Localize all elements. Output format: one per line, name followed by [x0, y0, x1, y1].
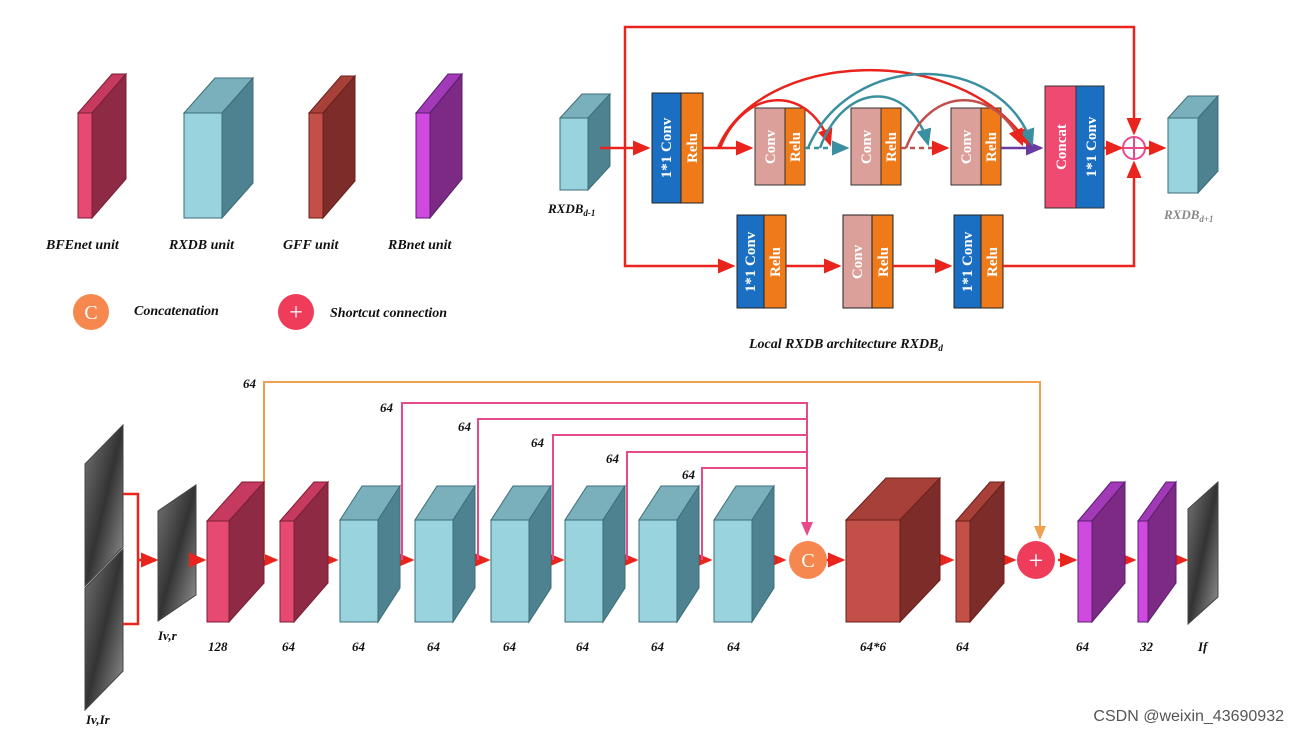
- rxdb-caption: Local RXDB architecture RXDBd: [748, 337, 943, 353]
- block-rxdb-4: [564, 484, 626, 624]
- block-bfenet-2: [278, 480, 330, 624]
- output-label: If: [1197, 639, 1209, 654]
- input-pair-label: Iv,Ir: [85, 712, 111, 727]
- legend-concat-symbol: C: [84, 302, 97, 324]
- svg-text:1*1 Conv: 1*1 Conv: [960, 231, 976, 292]
- svg-text:Relu: Relu: [884, 132, 900, 162]
- block-rbnet-1: [1076, 480, 1127, 624]
- svg-text:Relu: Relu: [768, 247, 784, 277]
- channel-label-8: 64: [727, 639, 741, 654]
- block-rxdb-1: [339, 484, 401, 624]
- rxdb-concat-text: Concat: [1054, 124, 1070, 170]
- rxdb-conv1x1-out: [1075, 85, 1105, 209]
- svg-text:Relu: Relu: [876, 247, 892, 277]
- legend-gff-cube: [307, 74, 357, 220]
- svg-text:Conv: Conv: [859, 129, 875, 164]
- rxdb-conv-block-1: Conv Relu: [754, 107, 806, 186]
- block-gff-1: [844, 476, 942, 624]
- rxdb-conv1x1-bottom-1: [736, 214, 765, 309]
- rxdb-relu-bottom-3: [980, 214, 1004, 309]
- concat-symbol: C: [801, 550, 814, 572]
- legend-bfenet-label: BFEnet unit: [45, 238, 120, 253]
- rxdb-output-label: RXDBd+1: [1163, 207, 1214, 224]
- block-rxdb-3: [490, 484, 552, 624]
- block-rxdb-5: [638, 484, 700, 624]
- legend-bfenet-cube: [76, 72, 128, 220]
- main-network: Iv,Ir Iv,r If: [84, 376, 1219, 727]
- rxdb-architecture: RXDBd-1 RXDBd+1 1*1 Conv Relu Conv Relu …: [547, 25, 1220, 353]
- rxdb-conv1x1-top-text: 1*1 Conv: [659, 117, 675, 178]
- svg-text:1*1 Conv: 1*1 Conv: [743, 231, 759, 292]
- skip-label-2: 64: [380, 400, 394, 415]
- legend-shortcut-icon: [278, 294, 314, 330]
- skip-label-1: 64: [243, 376, 257, 391]
- channel-label-10: 64: [956, 639, 970, 654]
- rxdb-conv1x1-out-text: 1*1 Conv: [1084, 116, 1100, 177]
- block-rxdb-2: [414, 484, 476, 624]
- add-icon: [1017, 541, 1055, 579]
- channel-label-9: 64*6: [860, 639, 887, 654]
- block-rxdb-6: [713, 484, 775, 624]
- add-symbol: +: [1029, 546, 1044, 575]
- rxdb-relu-bottom-2: [871, 214, 894, 309]
- rxdb-conv-bottom: [842, 214, 873, 309]
- output-image-fused: [1187, 480, 1219, 626]
- block-gff-2: [954, 480, 1006, 624]
- skip-label-5: 64: [606, 451, 620, 466]
- concat-icon: [789, 541, 827, 579]
- input-label: Iv,r: [157, 628, 178, 643]
- channel-label-11: 64: [1076, 639, 1090, 654]
- rxdb-relu-top-text: Relu: [685, 133, 701, 163]
- channel-label-12: 32: [1139, 639, 1154, 654]
- rxdb-input-cube: [558, 92, 612, 192]
- skip-label-3: 64: [458, 419, 472, 434]
- rxdb-relu-bottom-1: [763, 214, 787, 309]
- channel-label-3: 64: [352, 639, 366, 654]
- rxdb-conv-block-2: Conv Relu: [850, 107, 902, 186]
- legend-shortcut-symbol: +: [289, 300, 303, 326]
- legend: BFEnet unit RXDB unit GFF unit RBnet uni…: [45, 72, 464, 330]
- legend-rxdb-cube: [182, 76, 255, 220]
- svg-text:Relu: Relu: [788, 132, 804, 162]
- legend-concat-icon: [73, 294, 109, 330]
- channel-label-5: 64: [503, 639, 517, 654]
- legend-concat-label: Concatenation: [134, 304, 219, 319]
- watermark: CSDN @weixin_43690932: [1093, 708, 1284, 725]
- legend-rbnet-label: RBnet unit: [387, 238, 453, 253]
- rxdb-connections: [600, 25, 1167, 274]
- channel-label-7: 64: [651, 639, 665, 654]
- skip-label-4: 64: [531, 435, 545, 450]
- skip-connections: [263, 381, 1046, 560]
- rxdb-conv-block-3: Conv Relu: [950, 107, 1002, 186]
- input-image-concatenated: [157, 484, 197, 622]
- rxdb-conv1x1-bottom-2: [953, 214, 982, 309]
- svg-text:Conv: Conv: [763, 129, 779, 164]
- channel-label-4: 64: [427, 639, 441, 654]
- svg-text:Relu: Relu: [985, 247, 1001, 277]
- skip-label-6: 64: [682, 467, 696, 482]
- channel-label-2: 64: [282, 639, 296, 654]
- channel-label-1: 128: [208, 639, 228, 654]
- channel-label-6: 64: [576, 639, 590, 654]
- input-image-visible: [84, 423, 124, 588]
- legend-gff-label: GFF unit: [283, 238, 339, 253]
- legend-rxdb-label: RXDB unit: [168, 238, 235, 253]
- svg-text:Conv: Conv: [959, 129, 975, 164]
- input-image-infrared: [84, 547, 124, 712]
- legend-rbnet-cube: [414, 72, 464, 220]
- rxdb-output-cube: [1166, 94, 1220, 195]
- svg-text:Conv: Conv: [850, 244, 866, 279]
- block-bfenet-1: [205, 480, 266, 624]
- legend-shortcut-label: Shortcut connection: [330, 306, 447, 321]
- block-rbnet-2: [1137, 480, 1177, 624]
- svg-text:Relu: Relu: [984, 132, 1000, 162]
- rxdb-input-label: RXDBd-1: [547, 201, 595, 218]
